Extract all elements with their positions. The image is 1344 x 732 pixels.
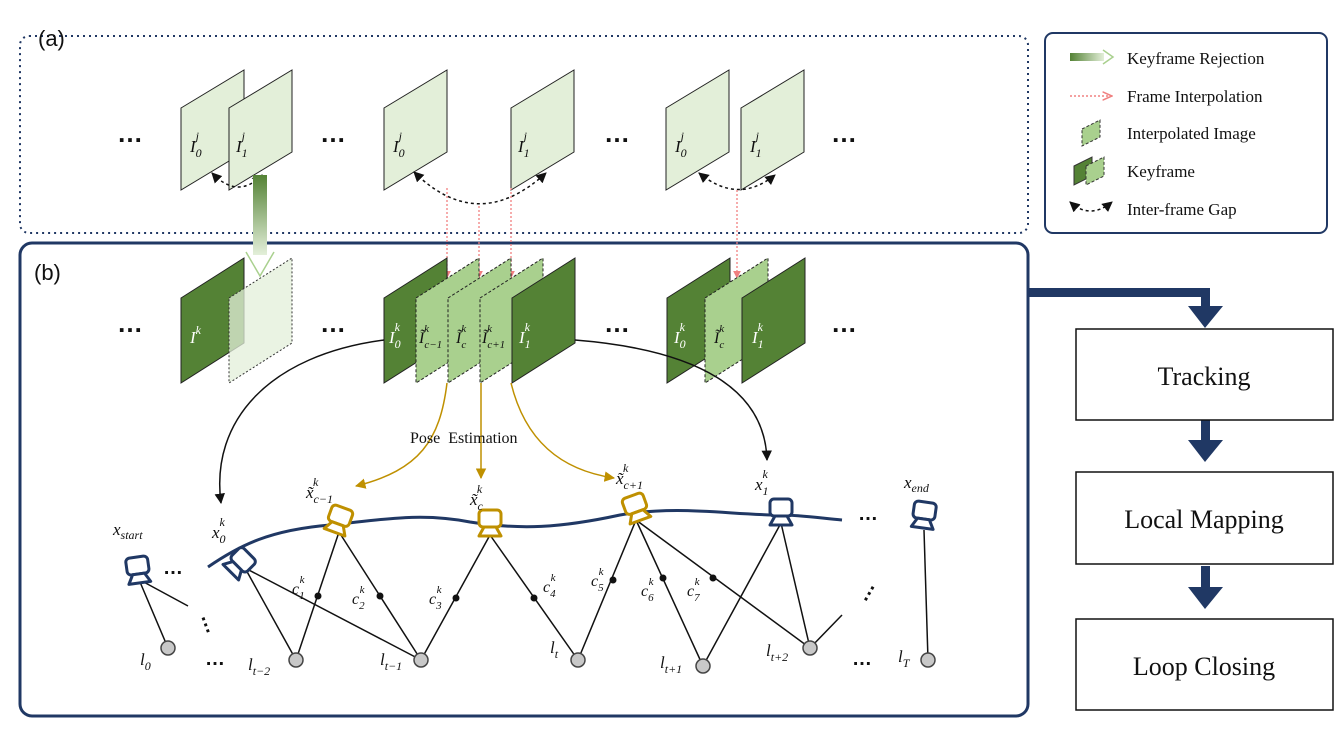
- frame-a-mid-i0-label: I0j: [392, 129, 405, 160]
- ellipsis-g-4: …: [852, 648, 872, 670]
- frame-b-mid-i1-label: I1k: [518, 320, 531, 351]
- ellipsis-a-4: …: [831, 118, 857, 148]
- tracking-box: Tracking: [1075, 328, 1334, 421]
- constraint-c2-label: c2k: [352, 584, 366, 612]
- frame-b-mid-cm1-label: Ĩc−1k: [418, 323, 442, 351]
- camera-x1: [768, 497, 794, 527]
- camera-x0: [221, 544, 259, 582]
- frame-b-mid-cp1-label: Ĩc+1k: [481, 323, 505, 351]
- frame-b-mid-c-label: Ĩck: [455, 323, 467, 351]
- pose-xcp1-label: x̃c+1k: [615, 461, 643, 492]
- pose-estimation-arrows: [354, 382, 616, 489]
- legend-interpolated-image: Interpolated Image: [1127, 124, 1256, 143]
- legend-keyframe-rejection: Keyframe Rejection: [1127, 49, 1265, 68]
- ellipsis-b-3: …: [604, 308, 630, 338]
- local-mapping-box: Local Mapping: [1075, 471, 1334, 565]
- ellipsis-b-2: …: [320, 308, 346, 338]
- frame-a-mid-i1-label: I1j: [517, 129, 530, 160]
- ellipsis-b-1: …: [117, 308, 143, 338]
- pose-x1-label: x1k: [754, 467, 769, 498]
- ellipsis-g-2: …: [858, 503, 878, 525]
- landmark-lt-label: lt: [550, 638, 559, 661]
- legend-frame-interpolation: Frame Interpolation: [1127, 87, 1263, 106]
- pose-estimation-label: Pose Estimation: [410, 430, 518, 447]
- camera-xcm1: [322, 502, 356, 538]
- legend-keyframe-swatch: [1073, 156, 1105, 186]
- constraint-c4-label: c4k: [543, 572, 557, 600]
- landmark-lt1-label: lt−1: [380, 650, 402, 673]
- legend-rejection-arrow: [1070, 49, 1115, 65]
- camera-x-start: [123, 554, 153, 586]
- panel-b-frames: [180, 257, 806, 384]
- pipeline-connector: [1028, 288, 1223, 609]
- landmark-nodes: [160, 640, 936, 674]
- pose-xc-label: x̃ck: [469, 482, 484, 513]
- ellipsis-g-3: …: [205, 648, 225, 670]
- keyframe-rejection-arrow: [245, 175, 275, 278]
- constraint-c1-label: c1k: [292, 574, 306, 602]
- gap-arrows: [211, 171, 776, 205]
- loop-closing-box: Loop Closing: [1075, 618, 1334, 711]
- panel-b-frame: [18, 241, 1030, 718]
- camera-xc: [477, 508, 503, 538]
- landmark-ltp2-label: lt+2: [766, 641, 788, 664]
- legend-gap-arrow: [1069, 201, 1113, 213]
- pose-x-end-label: xend: [903, 473, 930, 495]
- keyframe-pose-arrows: [214, 339, 772, 505]
- camera-x-end: [909, 499, 939, 531]
- loop-closing-label: Loop Closing: [1133, 652, 1275, 681]
- ellipsis-b-4: …: [831, 308, 857, 338]
- landmark-lT-label: lT: [898, 647, 911, 670]
- constraint-c3-label: c3k: [429, 584, 443, 612]
- landmark-ltp1-label: lt+1: [660, 653, 682, 676]
- ellipsis-a-1: …: [117, 118, 143, 148]
- legend-keyframe: Keyframe: [1127, 162, 1195, 181]
- ellipsis-a-2: …: [320, 118, 346, 148]
- landmark-l0-label: l0: [140, 650, 151, 673]
- local-mapping-label: Local Mapping: [1124, 505, 1284, 534]
- constraint-c5-label: c5k: [591, 566, 605, 594]
- panel-a-frame: [19, 35, 1029, 234]
- landmark-lt2-label: lt−2: [248, 655, 270, 678]
- tracking-label: Tracking: [1158, 362, 1251, 391]
- frame-b-right-c-label: Ĩck: [713, 323, 725, 351]
- pose-xcm1-label: x̃c−1k: [305, 475, 333, 506]
- frame-b-left-ik-label: Ik: [189, 323, 202, 347]
- constraint-c7-label: c7k: [687, 576, 701, 604]
- ellipsis-g-6: …: [851, 577, 880, 605]
- constraint-c6-label: c6k: [641, 576, 655, 604]
- camera-xcp1: [619, 490, 653, 526]
- ellipsis-a-3: …: [604, 118, 630, 148]
- frame-b-right-i0-label: I0k: [673, 320, 686, 351]
- constraint-dots: [314, 574, 717, 602]
- legend: Keyframe Rejection Frame Interpolation I…: [1044, 32, 1328, 234]
- frame-a-right-i0-label: I0j: [674, 129, 687, 160]
- legend-inter-frame-gap: Inter-frame Gap: [1127, 200, 1237, 219]
- rejected-frame: [228, 257, 293, 384]
- pose-x0-label: x0k: [211, 515, 226, 546]
- frame-a-left-i0-label: I0j: [189, 129, 202, 160]
- panel-a-label: (a): [38, 26, 65, 51]
- trajectory-curve: [207, 509, 843, 569]
- legend-interpolated-swatch: [1081, 119, 1101, 147]
- panel-a-frames: [180, 69, 805, 191]
- pose-x-start-label: xstart: [112, 520, 143, 542]
- frame-a-right-i1-label: I1j: [749, 129, 762, 160]
- panel-b-label: (b): [34, 260, 61, 285]
- interpolation-arrows: [443, 188, 741, 279]
- frame-b-mid-i0-label: I0k: [388, 320, 401, 351]
- ellipsis-g-5: …: [196, 610, 224, 636]
- frame-b-right-i1-label: I1k: [751, 320, 764, 351]
- ellipsis-g-1: …: [163, 557, 183, 579]
- frame-a-left-i1-label: I1j: [235, 129, 248, 160]
